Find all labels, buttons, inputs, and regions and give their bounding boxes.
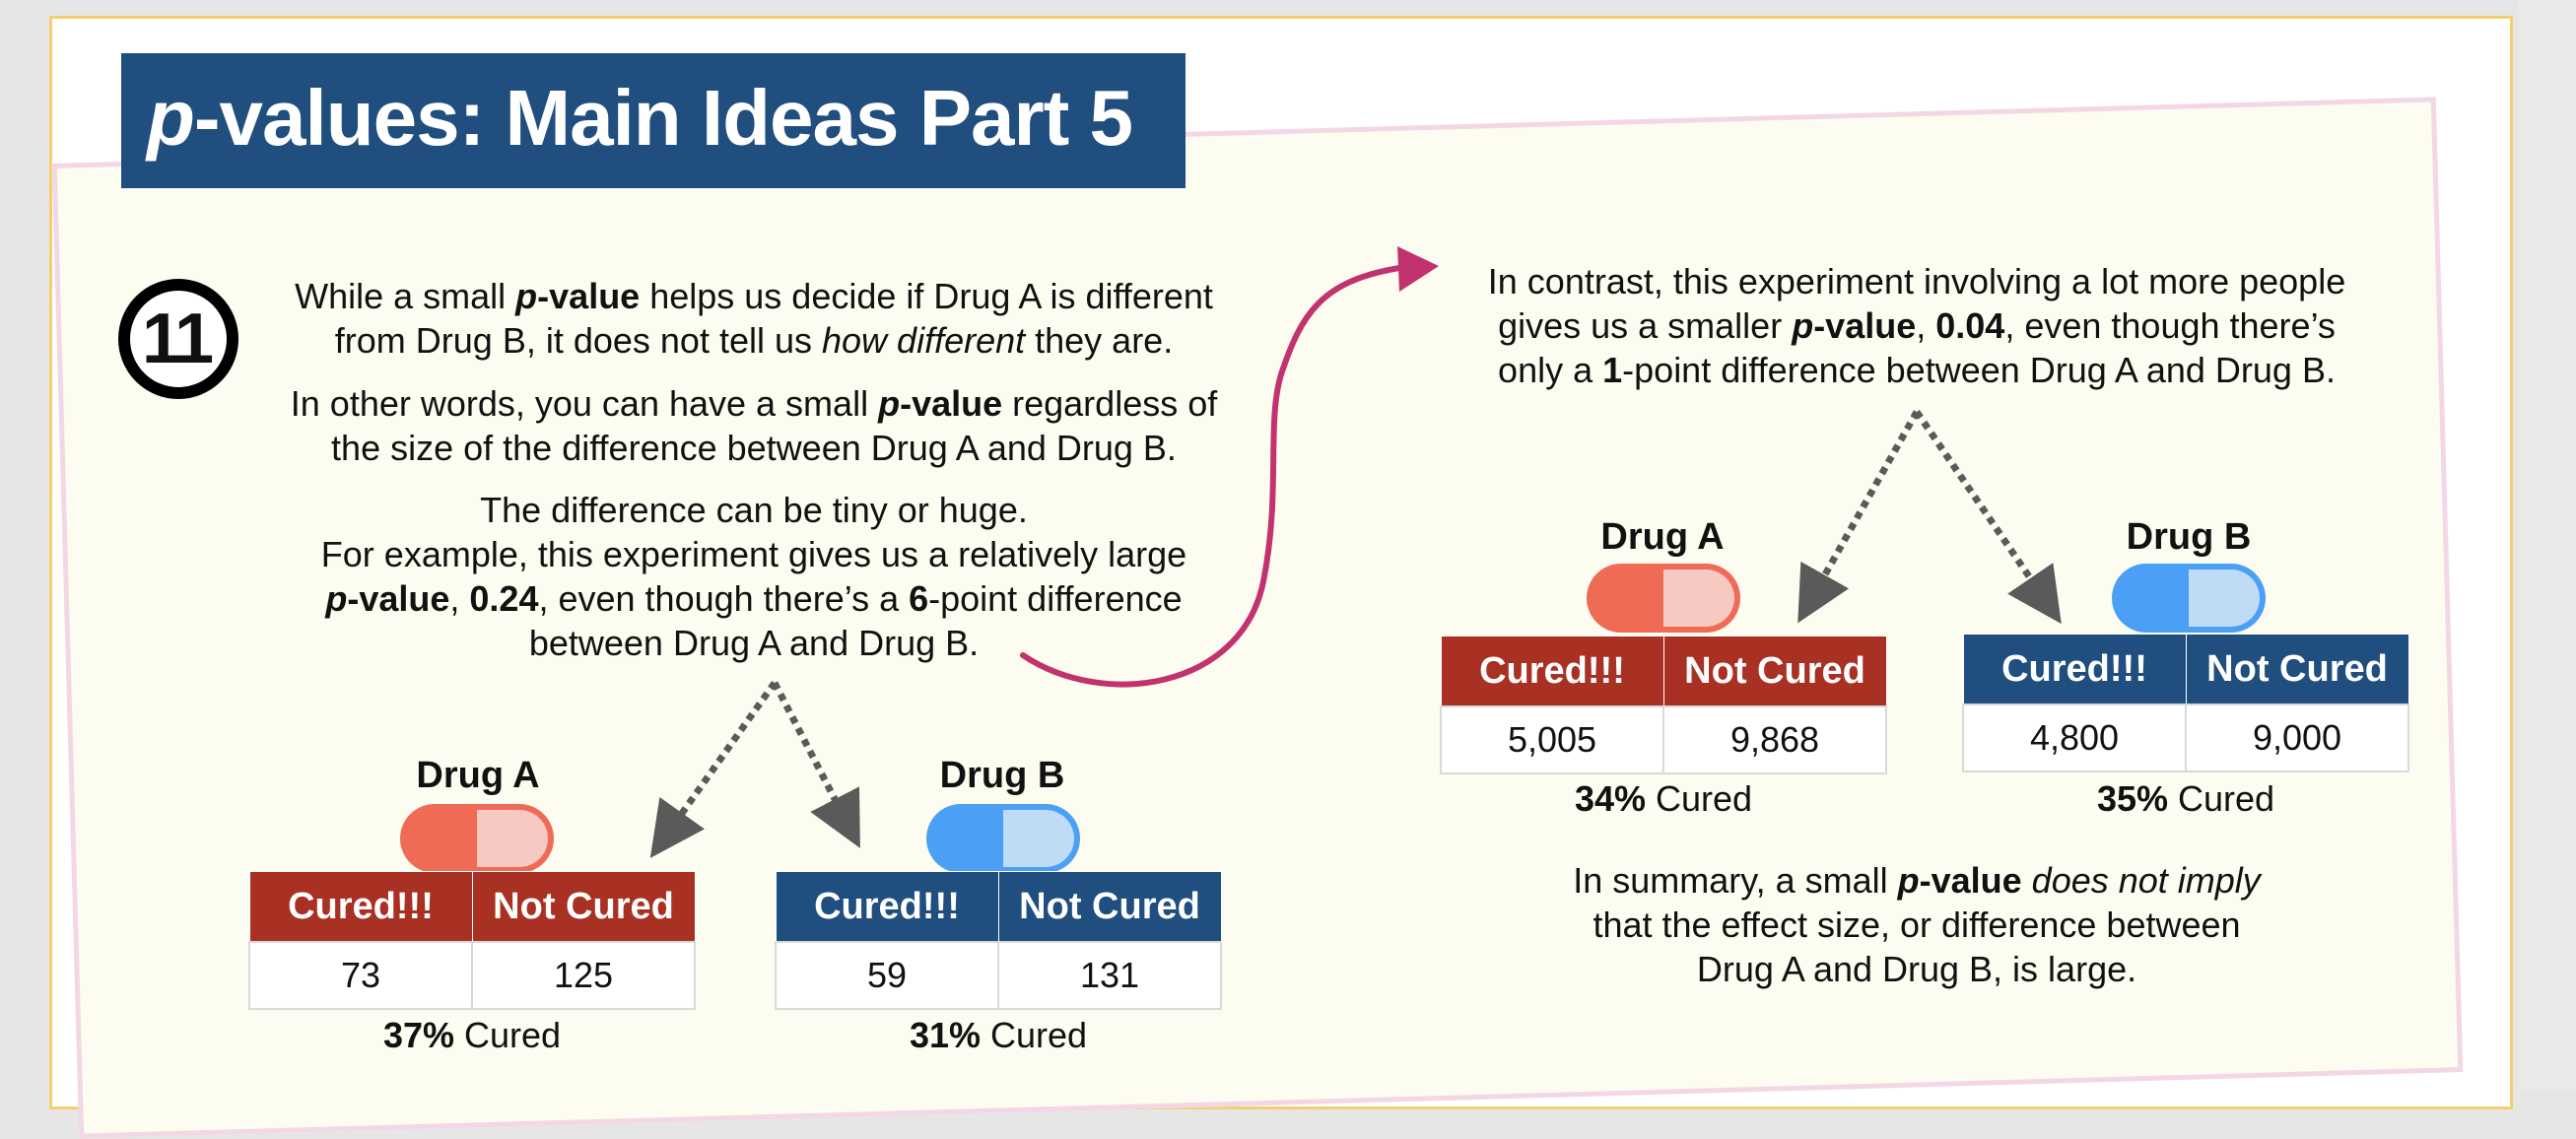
small-drug-b-pill-icon <box>926 804 1080 873</box>
table-cell: 9,868 <box>1662 705 1887 774</box>
small-drug-a-cure-rate: 37% Cured <box>382 1015 562 1055</box>
table-cell: 73 <box>248 941 473 1010</box>
arrows-layer <box>649 246 2062 858</box>
table-cell: 59 <box>775 941 999 1010</box>
table-cell: 125 <box>471 941 696 1010</box>
large-drug-b-cure-rate: 35% Cured <box>2096 778 2275 819</box>
small-drug-a-pill-icon <box>400 804 554 873</box>
table-header: Not Cured <box>1662 636 1887 707</box>
table-header: Not Cured <box>997 871 1222 943</box>
table-cell: 9,000 <box>2185 704 2409 772</box>
table-header: Not Cured <box>471 871 696 943</box>
table-header: Cured!!! <box>1962 634 2187 705</box>
large-drug-a-cure-rate: 34% Cured <box>1574 778 1753 819</box>
table-cell: 5,005 <box>1440 705 1664 774</box>
title-banner: p-values: Main Ideas Part 5 <box>121 53 1186 188</box>
summary-paragraph: In summary, a small p-value does not imp… <box>1573 860 2261 989</box>
contrast-paragraph: In contrast, this experiment involving a… <box>1487 261 2346 390</box>
table-header: Not Cured <box>2185 634 2409 705</box>
small-drug-a-table: Cured!!! Not Cured 73 125 <box>248 871 696 1010</box>
regardless-paragraph: In other words, you can have a small p-v… <box>290 383 1218 468</box>
large-drug-a-pill-icon <box>1587 564 1740 633</box>
table-cell: 4,800 <box>1962 704 2187 772</box>
dotted-arrows-small-experiment <box>649 680 860 858</box>
small-drug-a-label: Drug A <box>416 755 540 796</box>
page-title: p-values: Main Ideas Part 5 <box>147 74 1133 162</box>
intro-paragraph: While a small p-value helps us decide if… <box>295 276 1213 361</box>
small-drug-b-cure-rate: 31% Cured <box>909 1015 1088 1055</box>
dotted-arrows-large-experiment <box>1797 410 2062 625</box>
large-drug-b-label: Drug B <box>2126 516 2252 558</box>
table-header: Cured!!! <box>1440 636 1664 707</box>
large-drug-a-table: Cured!!! Not Cured 5,005 9,868 <box>1440 636 1887 774</box>
table-cell: 131 <box>997 941 1222 1010</box>
table-header: Cured!!! <box>775 871 999 943</box>
example-paragraph: The difference can be tiny or huge. For … <box>320 490 1187 663</box>
large-drug-a-label: Drug A <box>1600 516 1725 558</box>
large-drug-b-table: Cured!!! Not Cured 4,800 9,000 <box>1962 634 2409 772</box>
small-drug-b-label: Drug B <box>939 755 1065 796</box>
large-drug-b-pill-icon <box>2112 564 2266 633</box>
window-edge <box>2518 0 2576 1090</box>
curved-arrow <box>1020 246 1439 688</box>
small-drug-b-table: Cured!!! Not Cured 59 131 <box>775 871 1222 1010</box>
table-header: Cured!!! <box>248 871 473 943</box>
